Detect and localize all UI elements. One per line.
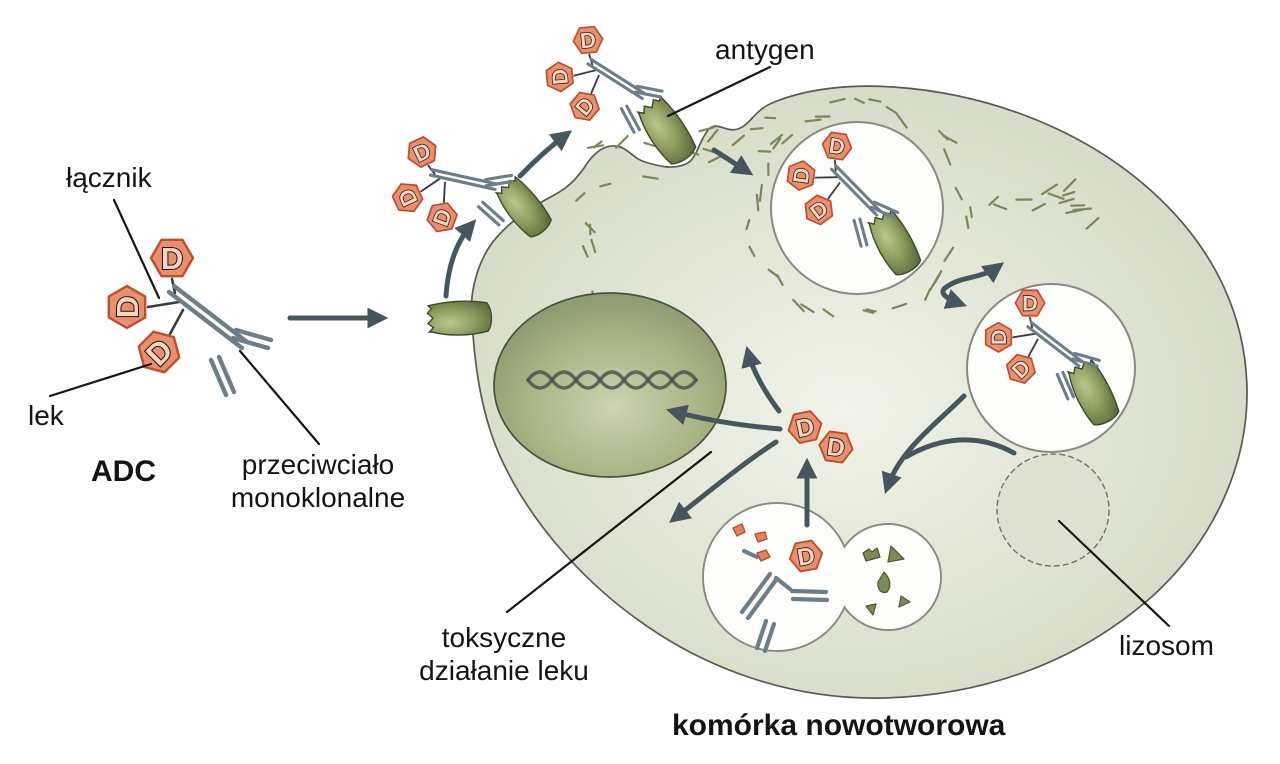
endosome-1 bbox=[770, 121, 944, 295]
toxic-effect-label: toksyczne działanie leku bbox=[419, 622, 589, 686]
arrow-endosome-to-vesicle bbox=[881, 393, 967, 494]
drug-label: lek bbox=[28, 400, 64, 431]
nucleus bbox=[493, 292, 727, 478]
arrow-endosome-shuttle bbox=[940, 262, 1005, 309]
antibody-fragments bbox=[739, 548, 830, 654]
membrane-ruffles bbox=[575, 116, 782, 305]
arrow-toxic-downleft bbox=[669, 439, 779, 523]
label-pointer-lines bbox=[48, 65, 1171, 628]
arrow-to-nucleus bbox=[665, 404, 783, 432]
arrow-entry-2 bbox=[517, 130, 573, 179]
arrow-entry-1 bbox=[443, 219, 477, 299]
tumor-cell-label: komórka nowotworowa bbox=[672, 709, 1006, 742]
arrow-internalize bbox=[711, 147, 754, 176]
drug-fragments bbox=[732, 523, 771, 562]
adc-label: ADC bbox=[91, 455, 156, 488]
antibody-label: przeciwciało monoklonalne bbox=[230, 449, 406, 513]
lysosome-label: lizosom bbox=[1119, 630, 1214, 661]
clathrin-coat bbox=[745, 97, 973, 318]
adc-main bbox=[109, 240, 271, 395]
drug-pointer-line bbox=[48, 362, 153, 398]
lysosome bbox=[996, 453, 1110, 567]
arrow-lysosome-fusion bbox=[903, 437, 1017, 460]
linker-label: łącznik bbox=[66, 162, 152, 193]
cytoplasm-fragments bbox=[988, 178, 1100, 230]
arrow-toxic-up bbox=[741, 345, 782, 414]
linker-pointer-line bbox=[112, 198, 161, 300]
endosome-2 bbox=[966, 283, 1136, 453]
antibody-pointer-line bbox=[238, 349, 321, 446]
degradation-vesicle bbox=[702, 502, 942, 654]
lysosome-pointer-line bbox=[1057, 519, 1171, 628]
antigen-label: antygen bbox=[715, 34, 815, 65]
antigen-fragments bbox=[862, 545, 911, 616]
antigen-free-left bbox=[426, 299, 493, 338]
toxic-pointer-line bbox=[505, 450, 713, 614]
process-arrows bbox=[287, 130, 1017, 528]
dna-helix bbox=[526, 370, 698, 390]
antigen-pointer-line bbox=[666, 65, 772, 118]
